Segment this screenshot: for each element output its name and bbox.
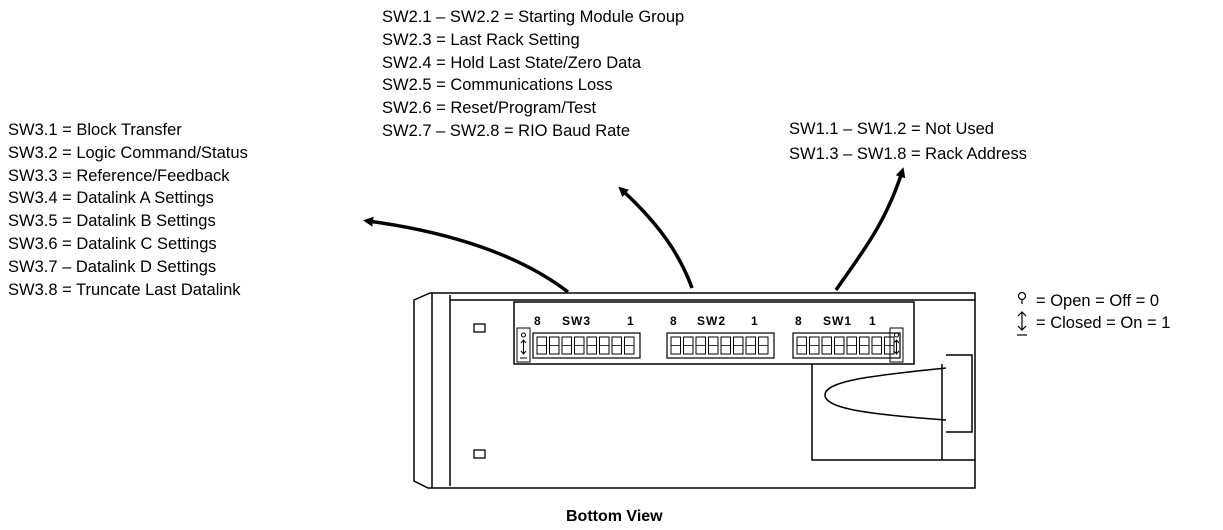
sw2-label: SW2.5 = Communications Loss	[382, 76, 613, 95]
dip-switch-block-sw1	[792, 332, 901, 359]
sw2-label: SW2.7 – SW2.8 = RIO Baud Rate	[382, 121, 631, 140]
sw3-arrow	[363, 216, 570, 294]
dip-switches	[532, 332, 901, 359]
sw1-label-list: SW1.1 – SW1.2 = Not Used SW1.3 – SW1.8 =…	[789, 117, 1027, 167]
mounting-holes	[473, 323, 486, 459]
sw2-right-number: 1	[751, 314, 758, 328]
legend-icons	[1017, 291, 1027, 336]
sw3-label: SW3.6 = Datalink C Settings	[8, 234, 217, 253]
dip-switch-block-sw3	[532, 332, 641, 359]
sw2-arrow	[618, 186, 694, 289]
legend-closed-text: = Closed = On = 1	[1036, 314, 1171, 332]
sw1-title: SW1	[823, 314, 852, 328]
switch-bank-labels: 8 SW3 1 8 SW2 1 8 SW1 1	[534, 314, 876, 328]
sw3-label: SW3.7 – Datalink D Settings	[8, 257, 217, 276]
sw2-label-list: SW2.1 – SW2.2 = Starting Module Group SW…	[382, 6, 684, 143]
sw3-label-list: SW3.1 = Block Transfer SW3.2 = Logic Com…	[8, 119, 248, 301]
mounting-hole	[473, 323, 486, 333]
sw1-right-number: 1	[869, 314, 876, 328]
sw1-label: SW1.1 – SW1.2 = Not Used	[789, 120, 994, 138]
sw2-left-number: 8	[670, 314, 677, 328]
sw3-label: SW3.1 = Block Transfer	[8, 121, 182, 139]
closed-symbol-icon	[1017, 311, 1027, 336]
sw2-label: SW2.3 = Last Rack Setting	[382, 30, 580, 49]
panel-legend-left	[516, 327, 531, 363]
caption: Bottom View	[566, 508, 663, 525]
legend: = Open = Off = 0 = Closed = On = 1	[1036, 290, 1170, 334]
sw3-title: SW3	[562, 314, 591, 328]
mounting-hole	[473, 449, 486, 459]
sw3-label: SW3.5 = Datalink B Settings	[8, 212, 216, 231]
open-symbol-icon	[1017, 291, 1027, 301]
arrows	[363, 167, 906, 294]
sw2-title: SW2	[697, 314, 726, 328]
sw1-arrow	[834, 167, 906, 291]
sw3-left-number: 8	[534, 314, 541, 328]
sw3-label: SW3.8 = Truncate Last Datalink	[8, 280, 241, 299]
sw2-label: SW2.4 = Hold Last State/Zero Data	[382, 53, 642, 72]
sw2-label: SW2.1 – SW2.2 = Starting Module Group	[382, 8, 685, 26]
sw3-label: SW3.3 = Reference/Feedback	[8, 166, 230, 185]
legend-open-text: = Open = Off = 0	[1036, 292, 1160, 310]
sw3-right-number: 1	[627, 314, 634, 328]
sw3-label: SW3.4 = Datalink A Settings	[8, 189, 214, 208]
sw1-label: SW1.3 – SW1.8 = Rack Address	[789, 145, 1027, 163]
sw1-left-number: 8	[795, 314, 802, 328]
sw3-label: SW3.2 = Logic Command/Status	[8, 143, 248, 162]
sw2-label: SW2.6 = Reset/Program/Test	[382, 99, 597, 118]
module-body	[413, 292, 976, 489]
dip-switch-block-sw2	[666, 332, 775, 359]
